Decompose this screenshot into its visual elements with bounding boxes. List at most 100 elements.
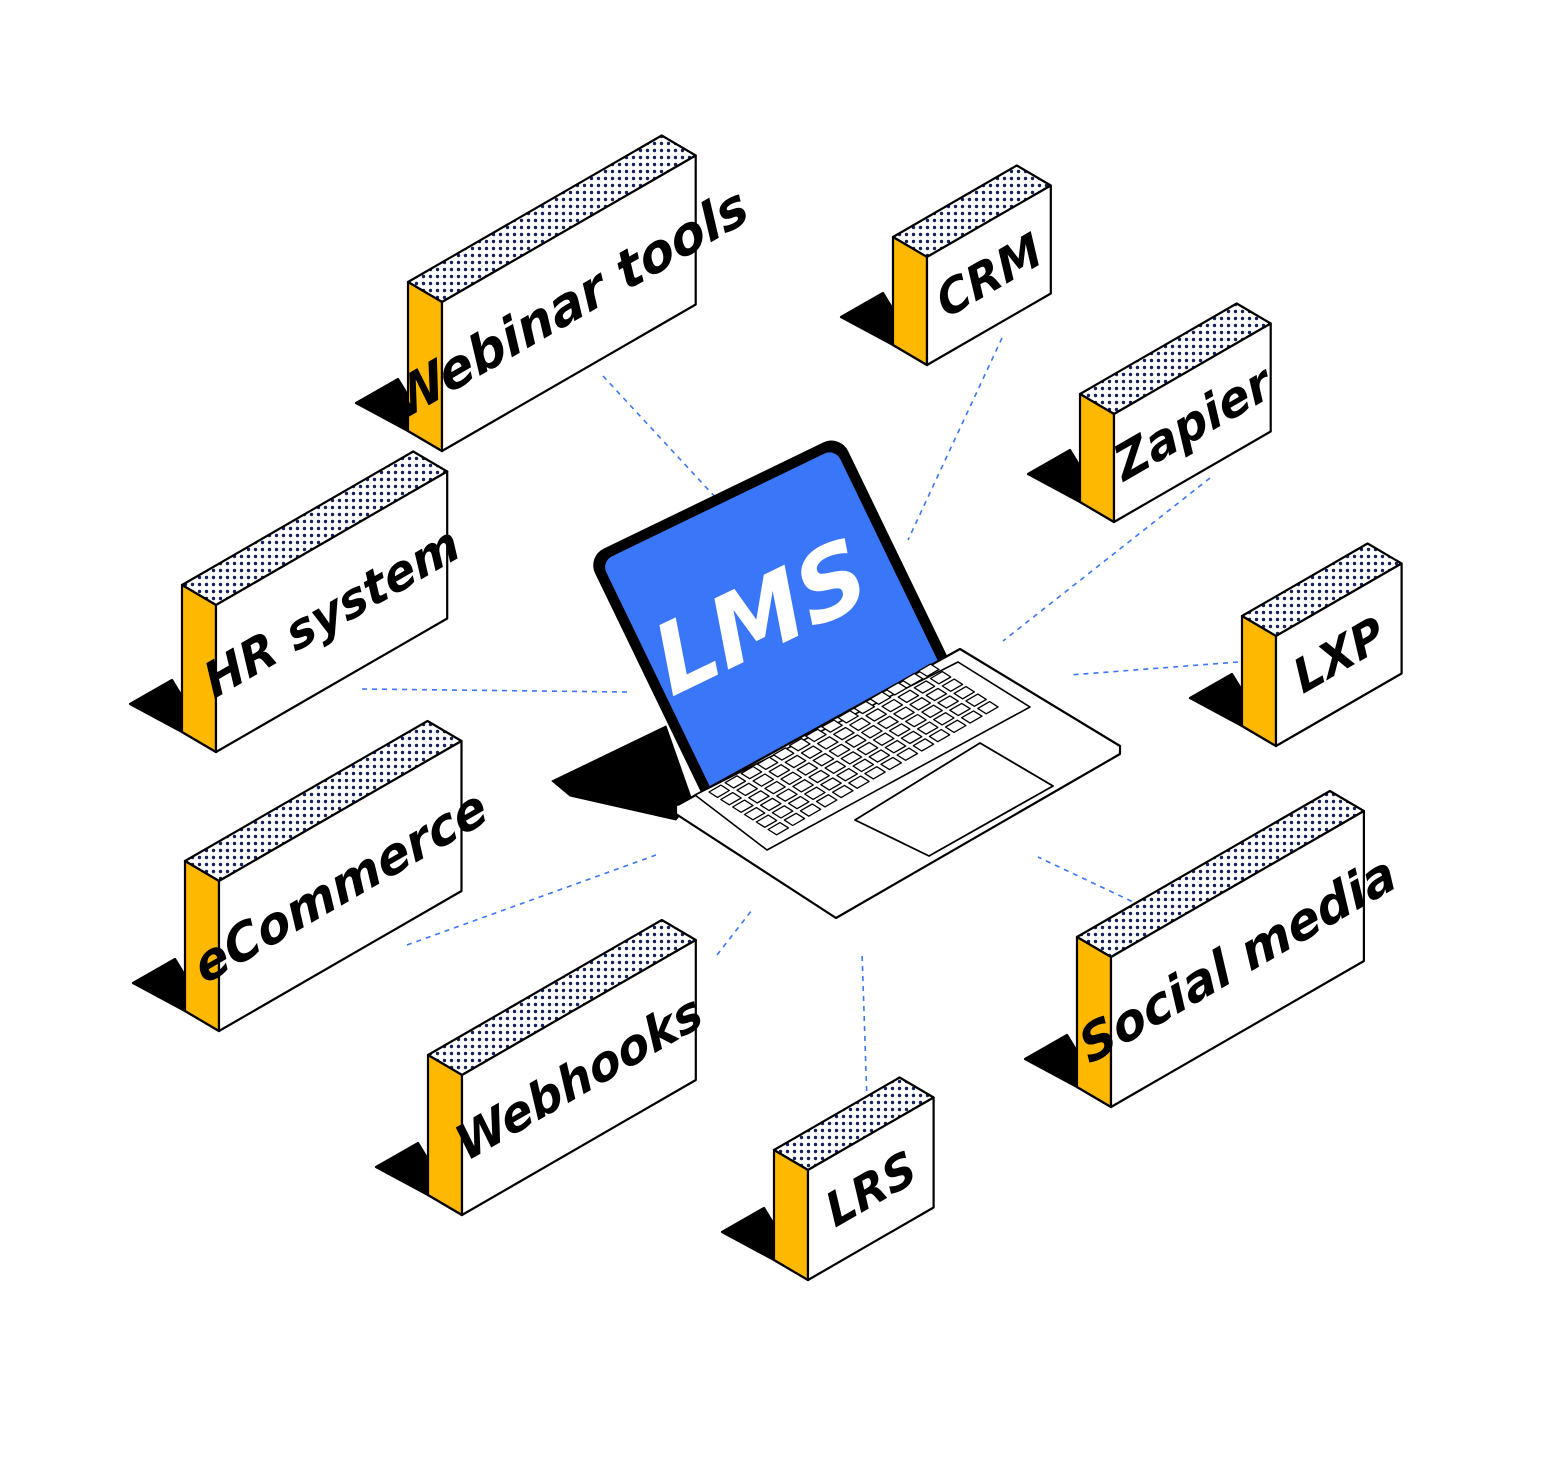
keyboard-key: [736, 782, 758, 797]
keyboard-key: [905, 713, 927, 728]
box-webhooks: Webhooks: [374, 918, 711, 1217]
keyboard-key: [840, 751, 863, 765]
connectors: [361, 337, 1239, 1102]
connector-ecommerce: [406, 854, 657, 946]
keyboard-key: [900, 730, 923, 745]
connector-lrs: [861, 951, 868, 1102]
box-end-face: [1078, 392, 1116, 524]
keyboard-key: [896, 747, 919, 761]
laptop-trackpad: [854, 742, 1054, 857]
box-front-face: [214, 470, 449, 754]
keyboard-key: [909, 697, 932, 711]
keyboard-key: [796, 762, 819, 776]
keyboard-key: [869, 691, 892, 705]
keyboard-key: [759, 797, 782, 812]
keyboard-key: [732, 799, 754, 813]
box-front-face: [460, 938, 697, 1217]
keyboard-key: [916, 721, 939, 735]
keyboard-key: [755, 814, 778, 828]
keyboard-key: [837, 710, 859, 724]
box-front-face: [925, 184, 1052, 367]
keyboard-key: [708, 784, 730, 799]
keyboard-key: [913, 680, 936, 694]
keyboard-key: [941, 678, 964, 692]
keyboard-key: [877, 715, 899, 730]
keyboard-key: [901, 672, 924, 687]
connector-webinar-tools: [602, 375, 717, 499]
keyboard-key: [831, 784, 854, 799]
box-front-face: [440, 154, 697, 453]
keyboard-key: [799, 803, 822, 817]
keyboard-key: [853, 700, 876, 715]
box-front-face: [1112, 322, 1272, 524]
keyboard-key: [833, 726, 855, 741]
keyboard-key: [748, 790, 770, 804]
keyboard-key: [897, 689, 920, 704]
keyboard-key: [865, 708, 887, 722]
keyboard-key: [912, 738, 935, 752]
keyboard-key: [820, 777, 842, 791]
keyboard-key: [949, 702, 971, 717]
box-zapier: Zapier: [1026, 302, 1282, 524]
box-lrs: LRS: [720, 1076, 935, 1282]
keyboard-key: [724, 775, 747, 789]
box-end-face: [772, 1148, 810, 1282]
keyboard-key: [815, 794, 838, 808]
keyboard-key: [888, 723, 911, 737]
connector-hr-system: [361, 688, 629, 693]
keyboard-key: [821, 719, 843, 733]
keyboard-key: [776, 788, 798, 802]
connector-zapier: [1002, 477, 1211, 642]
keyboard-key: [937, 695, 959, 709]
keyboard-key: [756, 756, 779, 771]
laptop-icon: LMS: [551, 440, 1122, 920]
keyboard-key: [917, 663, 940, 677]
keyboard-key: [884, 739, 907, 754]
connector-social-media: [1037, 856, 1187, 928]
keyboard-key: [849, 717, 871, 732]
box-front-face: [1274, 562, 1403, 748]
box-front-face: [806, 1096, 935, 1282]
keyboard-key: [885, 682, 908, 696]
keyboard-key: [824, 760, 847, 774]
keyboard-key: [852, 758, 875, 773]
box-ecommerce: eCommerce: [131, 719, 496, 1033]
keyboard-key: [828, 743, 851, 758]
keyboard-key: [764, 780, 786, 795]
box-end-face: [1240, 614, 1278, 748]
keyboard-key: [844, 734, 867, 748]
keyboard-key: [767, 821, 790, 836]
box-front-face: [217, 739, 463, 1033]
keyboard-key: [740, 765, 763, 780]
keyboard-key: [921, 704, 943, 719]
keyboard-key: [848, 775, 870, 789]
keyboard-key: [768, 764, 791, 778]
box-crm: CRM: [839, 164, 1052, 367]
keyboard-key: [788, 737, 811, 752]
keyboard-key: [928, 728, 951, 743]
keyboard-key: [861, 724, 883, 739]
keyboard-key: [944, 719, 967, 734]
connector-lxp: [1069, 661, 1239, 676]
keyboard-key: [856, 741, 879, 756]
keyboard-key: [771, 805, 794, 819]
box-lxp: LXP: [1188, 542, 1403, 748]
box-social-media: Social media: [1023, 789, 1404, 1109]
box-front-face: [1109, 809, 1366, 1109]
keyboard-key: [780, 771, 803, 786]
connector-crm: [907, 337, 1003, 541]
box-end-face: [891, 235, 929, 367]
keyboard-key: [804, 786, 826, 801]
keyboard-key: [743, 806, 766, 821]
keyboard-key: [872, 732, 895, 746]
keyboard-key: [933, 712, 955, 726]
laptop-shadow: [551, 725, 693, 821]
keyboard-key: [787, 795, 810, 810]
keyboard-key: [805, 728, 827, 743]
keyboard-key: [784, 754, 807, 769]
keyboard-key: [812, 752, 835, 767]
keyboard-key: [977, 700, 999, 715]
keyboard-key: [752, 773, 775, 787]
keyboard-key: [893, 706, 915, 720]
